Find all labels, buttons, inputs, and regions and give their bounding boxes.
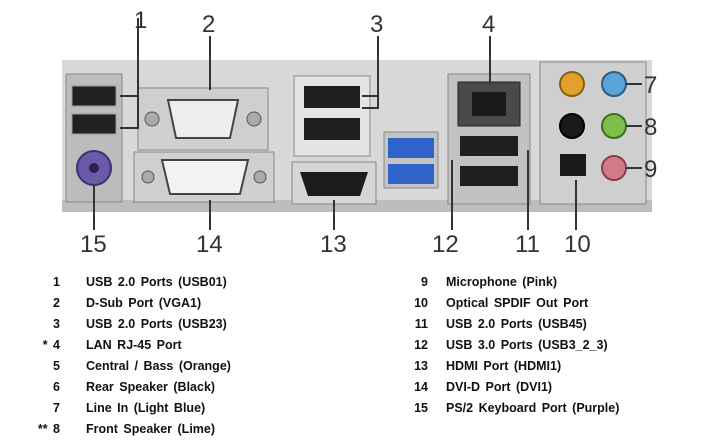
callout-lines	[93, 18, 642, 230]
legend-text: USB 2.0 Ports (USB01)	[86, 275, 227, 289]
callout-15: 15	[80, 231, 107, 258]
lan-port-jack	[472, 92, 506, 116]
callout-9: 9	[644, 156, 657, 183]
callout-11: 11	[515, 231, 540, 258]
vga-screw-left	[144, 111, 160, 127]
audio-jack-light-blue	[601, 71, 627, 97]
legend-text: USB 3.0 Ports (USB3_2_3)	[446, 338, 608, 352]
callout-3: 3	[370, 11, 383, 38]
usb3-port-bottom	[388, 164, 434, 184]
legend-num: 10	[414, 296, 428, 310]
usb23-port-bottom	[304, 118, 360, 140]
callout-1: 1	[134, 7, 147, 34]
audio-jack-black	[559, 113, 585, 139]
legend-text: D-Sub Port (VGA1)	[86, 296, 202, 310]
legend-text: Microphone (Pink)	[446, 275, 558, 289]
legend-text: Line In (Light Blue)	[86, 401, 206, 415]
legend-num: 7	[53, 401, 60, 415]
legend-num: 15	[414, 401, 428, 415]
spdif-port	[560, 154, 586, 176]
legend-num: 2	[53, 296, 60, 310]
callout-13: 13	[320, 231, 347, 258]
dvi-screw-left	[141, 170, 155, 184]
vga-port	[166, 99, 240, 139]
audio-jack-orange	[559, 71, 585, 97]
hdmi-port	[300, 172, 368, 196]
legend-text: PS/2 Keyboard Port (Purple)	[446, 401, 620, 415]
legend-text: LAN RJ-45 Port	[86, 338, 182, 352]
legend-text: Optical SPDIF Out Port	[446, 296, 589, 310]
legend-text: DVI-D Port (DVI1)	[446, 380, 553, 394]
legend-text: USB 2.0 Ports (USB45)	[446, 317, 587, 331]
legend-num: * 4	[42, 338, 60, 352]
io-panel-diagram: 1 2 3 4 7 8 9 10 11 12 13 14 15	[62, 7, 657, 258]
legend-num: 9	[421, 275, 428, 289]
legend-text: Front Speaker (Lime)	[86, 422, 216, 436]
legend-num: 3	[53, 317, 60, 331]
vga-screw-right	[246, 111, 262, 127]
callout-12: 12	[432, 231, 459, 258]
callout-8: 8	[644, 114, 657, 141]
dvi-screw-right	[253, 170, 267, 184]
ps2-port-center	[89, 163, 99, 173]
legend-text: Central / Bass (Orange)	[86, 359, 231, 373]
legend-num: 1	[53, 275, 60, 289]
callout-4: 4	[482, 11, 495, 38]
legend-num: 14	[414, 380, 428, 394]
legend-num: 6	[53, 380, 60, 394]
usb45-port-top	[460, 136, 518, 156]
legend-num: 13	[414, 359, 428, 373]
usb45-port-bottom	[460, 166, 518, 186]
usb01-port-bottom	[71, 113, 117, 135]
callout-14: 14	[196, 231, 223, 258]
legend-num: 11	[414, 317, 428, 331]
usb23-port-top	[304, 86, 360, 108]
usb01-port-top	[71, 85, 117, 107]
audio-jack-pink	[601, 155, 627, 181]
callout-7: 7	[644, 72, 657, 99]
audio-jack-lime	[601, 113, 627, 139]
callout-10: 10	[564, 231, 591, 258]
legend-text: Rear Speaker (Black)	[86, 380, 216, 394]
legend-num: ** 8	[37, 422, 60, 436]
callout-2: 2	[202, 11, 215, 38]
legend-num: 12	[414, 338, 428, 352]
legend-text: HDMI Port (HDMI1)	[446, 359, 562, 373]
legend-num: 5	[53, 359, 60, 373]
usb3-port-top	[388, 138, 434, 158]
legend-text: USB 2.0 Ports (USB23)	[86, 317, 227, 331]
dvi-port	[160, 159, 250, 195]
audio-housing	[539, 61, 647, 205]
